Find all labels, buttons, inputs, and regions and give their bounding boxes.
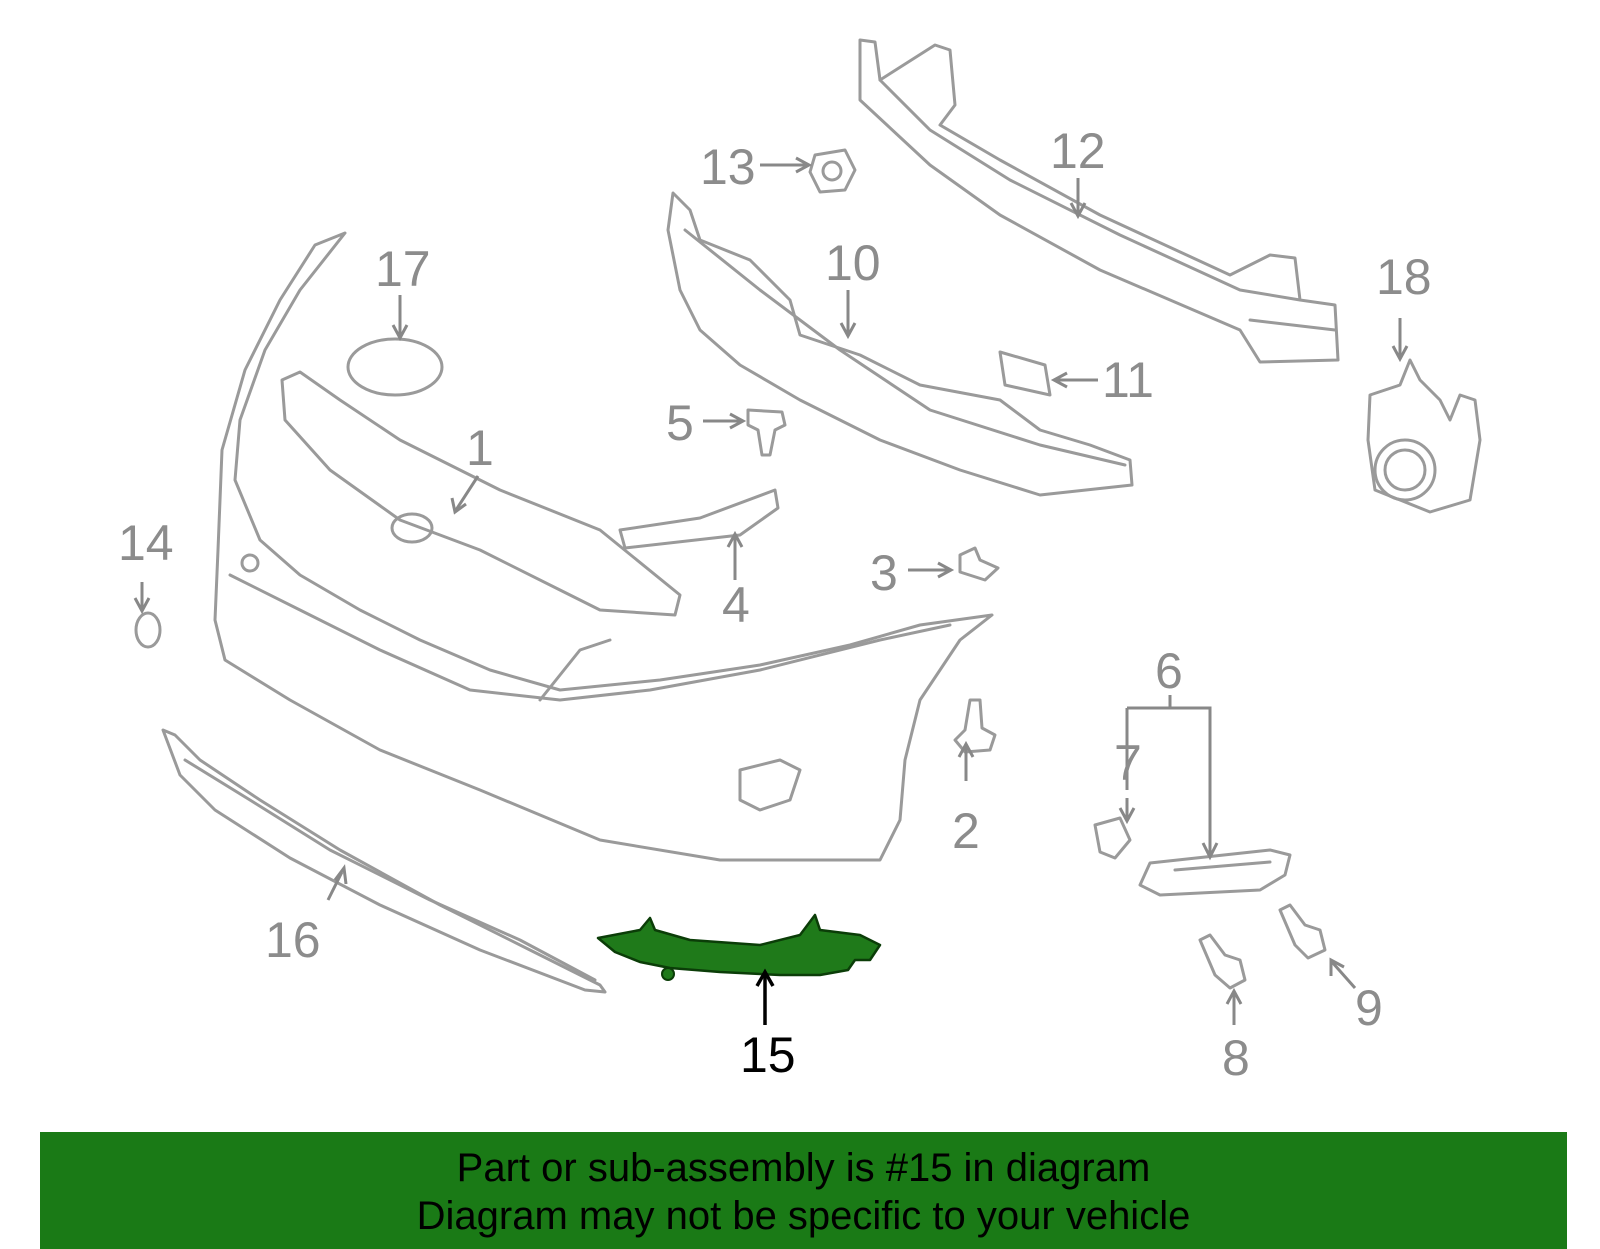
callout-12: 12 xyxy=(1050,123,1106,179)
callout-18: 18 xyxy=(1376,249,1432,305)
banner-line-1: Part or sub-assembly is #15 in diagram xyxy=(456,1146,1151,1190)
part-1-upper-cover xyxy=(280,370,682,617)
part-2-bolt xyxy=(953,698,997,754)
part-15-lower-molding xyxy=(596,913,882,981)
callout-1: 1 xyxy=(466,420,494,476)
part-7-clip xyxy=(1093,816,1132,860)
callout-14: 14 xyxy=(118,515,174,571)
callout-4: 4 xyxy=(722,577,750,633)
part-3-clip xyxy=(958,546,1000,582)
callout-13: 13 xyxy=(700,139,756,195)
callout-leaders xyxy=(133,156,1409,1025)
part-4-bracket xyxy=(618,488,780,550)
part-14-ring xyxy=(134,611,162,649)
part-8-screw xyxy=(1198,933,1247,990)
banner-line-2: Diagram may not be specific to your vehi… xyxy=(416,1194,1191,1238)
callout-5: 5 xyxy=(666,395,694,451)
part-13-nut xyxy=(808,148,857,194)
part-16-lower-trim xyxy=(161,728,607,994)
part-11-bracket xyxy=(998,350,1052,397)
callout-3: 3 xyxy=(870,545,898,601)
info-banner: Part or sub-assembly is #15 in diagram D… xyxy=(40,1132,1567,1249)
part-12-bumper-reinforcement xyxy=(858,38,1340,364)
part-10-energy-absorber xyxy=(666,191,1134,497)
callout-2: 2 xyxy=(952,803,980,859)
callout-16: 16 xyxy=(265,912,321,968)
part-9-bolt xyxy=(1278,903,1327,960)
callout-6: 6 xyxy=(1155,643,1183,699)
callout-7: 7 xyxy=(1114,735,1142,791)
callout-10: 10 xyxy=(825,235,881,291)
callout-17: 17 xyxy=(375,241,431,297)
callout-8: 8 xyxy=(1222,1030,1250,1086)
part-17-emblem-ring xyxy=(346,337,444,397)
callout-labels: 17 1 14 2 3 4 5 6 7 8 9 10 11 12 13 15 1… xyxy=(118,123,1432,1086)
callout-9: 9 xyxy=(1355,980,1383,1036)
callout-11: 11 xyxy=(1102,352,1154,408)
part-6-reflector xyxy=(1138,848,1292,897)
part-5-push-pin xyxy=(746,408,787,457)
bumper-cover xyxy=(213,231,994,862)
part-18-fog-lamp xyxy=(1366,358,1482,514)
callout-15: 15 xyxy=(740,1027,796,1083)
